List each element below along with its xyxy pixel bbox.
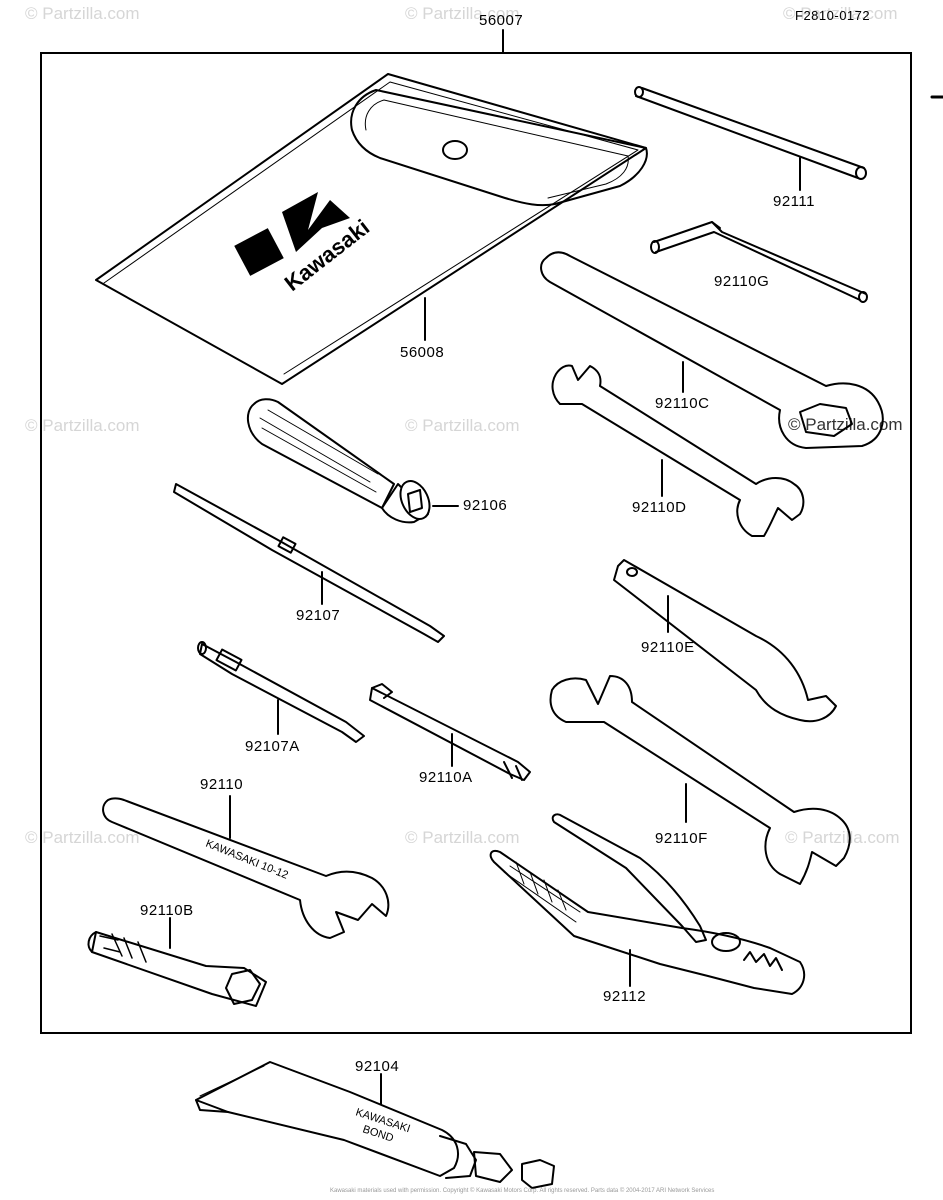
watermark: © Partzilla.com <box>788 415 903 434</box>
watermark: © Partzilla.com <box>783 4 898 23</box>
tommy-bar-drawing <box>634 86 867 191</box>
diagram-id: F2810-0172 <box>795 8 871 23</box>
hex-key-drawing <box>650 221 868 303</box>
hook-wrench-drawing <box>613 559 837 723</box>
kit-frame <box>40 52 912 1034</box>
open-spanner-f-drawing <box>549 675 851 885</box>
callout-92110A: 92110A <box>419 769 473 786</box>
wrench-marking: KAWASAKI 10-12 <box>204 838 290 882</box>
ring-spanner-drawing <box>540 251 884 449</box>
screwdriver-handle-drawing <box>246 398 459 524</box>
screwdriver-blade-drawing <box>173 483 445 643</box>
watermark: © Partzilla.com <box>25 828 140 847</box>
callout-92111: 92111 <box>773 193 815 210</box>
watermark: © Partzilla.com <box>25 4 140 23</box>
bond-tube-drawing: KAWASAKI BOND <box>195 1061 555 1189</box>
callout-92110E: 92110E <box>641 639 695 656</box>
plug-wrench-drawing <box>369 683 531 781</box>
callout-92104: 92104 <box>355 1058 400 1075</box>
callout-92110G: 92110G <box>714 273 770 290</box>
watermark: © Partzilla.com <box>405 828 520 847</box>
callout-92107: 92107 <box>296 607 341 624</box>
callout-92110C: 92110C <box>655 395 710 412</box>
callout-92110D: 92110D <box>632 499 687 516</box>
callout-92112: 92112 <box>603 988 647 1005</box>
pliers-drawing <box>489 813 806 995</box>
watermark: © Partzilla.com <box>405 416 520 435</box>
open-spanner-d-drawing <box>551 364 805 537</box>
watermark: © Partzilla.com <box>785 828 900 847</box>
tool-pouch-drawing: Kawasaki <box>95 73 648 385</box>
callout-92110: 92110 <box>200 776 244 793</box>
small-driver-drawing <box>197 641 365 743</box>
callout-92110B: 92110B <box>140 902 194 919</box>
callout-56007: 56007 <box>479 12 524 29</box>
watermark: © Partzilla.com <box>405 4 520 23</box>
watermark: © Partzilla.com <box>25 416 140 435</box>
callout-92110F: 92110F <box>655 830 708 847</box>
callout-92106: 92106 <box>463 497 508 514</box>
callout-56008: 56008 <box>400 344 445 361</box>
copyright-footer: Kawasaki materials used with permission.… <box>330 1188 715 1194</box>
socket-extension-drawing <box>87 917 267 1007</box>
callout-92107A: 92107A <box>245 738 300 755</box>
